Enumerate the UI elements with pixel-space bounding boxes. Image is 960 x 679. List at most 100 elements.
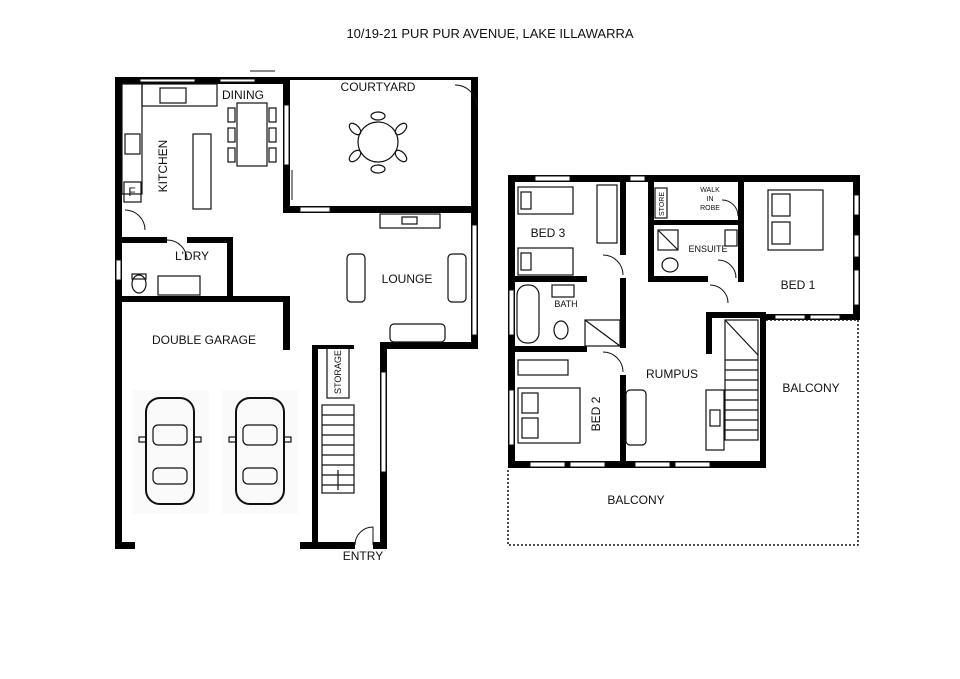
bathtub	[516, 284, 540, 344]
window	[809, 314, 841, 320]
chair	[268, 107, 277, 123]
toilet	[131, 274, 147, 294]
tv	[401, 216, 418, 225]
cooktop	[124, 133, 141, 155]
window	[853, 194, 860, 216]
store-label: STORE	[659, 192, 666, 216]
chair	[227, 127, 236, 143]
wall	[122, 296, 290, 302]
chair	[268, 147, 277, 163]
window	[508, 289, 515, 336]
armchair	[346, 253, 366, 303]
chair	[348, 149, 362, 163]
parking-bay	[222, 390, 298, 514]
store-cupboard	[654, 187, 668, 219]
wall	[620, 182, 626, 255]
chair	[394, 122, 408, 136]
wall	[283, 206, 478, 213]
ground-floor: F KITCHEN DINING COURTYARD L'DRY LOUNGE	[115, 70, 478, 563]
basin	[551, 284, 575, 298]
wall	[187, 237, 233, 243]
walk-in-robe-label: WALK	[700, 187, 720, 194]
ensuite-label: ENSUITE	[688, 244, 727, 254]
door	[602, 351, 624, 373]
bed	[517, 387, 581, 444]
first-floor: BED 3 STORE WALK IN ROBE ENSUITE BED 1 B…	[507, 175, 860, 546]
wall	[312, 345, 318, 543]
parking-bay	[133, 390, 209, 514]
window	[853, 234, 860, 258]
chair	[370, 111, 386, 121]
chair	[227, 107, 236, 123]
chair	[268, 127, 277, 143]
wall	[620, 375, 626, 465]
stairs	[321, 404, 355, 494]
kitchen-label: KITCHEN	[156, 140, 170, 193]
chair	[227, 147, 236, 163]
door	[124, 209, 146, 231]
wall	[115, 77, 122, 549]
wall	[760, 314, 766, 467]
chair	[370, 164, 386, 174]
window	[283, 104, 290, 166]
entry-label: ENTRY	[343, 549, 383, 563]
laundry-tub	[157, 275, 201, 296]
bed	[517, 186, 574, 215]
wall	[654, 220, 744, 225]
tv-unit	[379, 213, 441, 229]
vanity	[724, 229, 738, 247]
laundry-label: L'DRY	[175, 249, 209, 263]
wall	[706, 312, 712, 354]
double-garage-label: DOUBLE GARAGE	[152, 333, 256, 347]
sofa	[389, 323, 446, 343]
pillow	[771, 193, 791, 217]
wall	[300, 542, 355, 549]
wall	[312, 345, 354, 349]
wall	[508, 175, 860, 182]
wall	[373, 542, 387, 549]
window	[534, 175, 571, 182]
storage-box	[326, 347, 350, 399]
window	[471, 224, 478, 336]
window	[529, 461, 566, 468]
pillow	[521, 392, 539, 414]
chair	[348, 122, 362, 136]
balcony-east-label: BALCONY	[782, 381, 839, 395]
plan-title: 10/19-21 PUR PUR AVENUE, LAKE ILLAWARRA	[346, 26, 633, 41]
door	[721, 199, 739, 217]
dining-table	[236, 102, 268, 167]
bath-label: BATH	[554, 299, 577, 309]
window	[299, 206, 331, 213]
tv-unit	[705, 389, 725, 451]
walk-in-robe-label: ROBE	[700, 205, 720, 212]
pillow	[520, 191, 532, 210]
wall	[648, 276, 708, 282]
wall	[515, 276, 587, 282]
kitchen-bench	[141, 83, 218, 107]
pillow	[771, 221, 791, 245]
window	[508, 389, 515, 446]
sofa	[625, 389, 647, 446]
wall	[738, 182, 744, 282]
pillow	[521, 417, 539, 439]
toilet	[553, 320, 569, 340]
walk-in-robe-label: IN	[707, 196, 714, 203]
car	[138, 397, 202, 505]
wall	[648, 182, 654, 282]
bed1-label: BED 1	[781, 278, 816, 292]
courtyard-table	[357, 121, 399, 163]
bed	[517, 247, 574, 276]
wall	[115, 542, 135, 549]
wall	[283, 296, 290, 350]
door	[354, 526, 374, 546]
dining-label: DINING	[222, 88, 264, 102]
door	[709, 284, 729, 304]
balcony-south-label: BALCONY	[607, 493, 664, 507]
lounge-label: LOUNGE	[382, 272, 433, 286]
window	[569, 461, 606, 468]
wardrobe	[596, 184, 618, 244]
rumpus-label: RUMPUS	[646, 367, 698, 381]
window	[139, 78, 196, 83]
car	[228, 397, 292, 505]
toilet	[661, 257, 679, 273]
